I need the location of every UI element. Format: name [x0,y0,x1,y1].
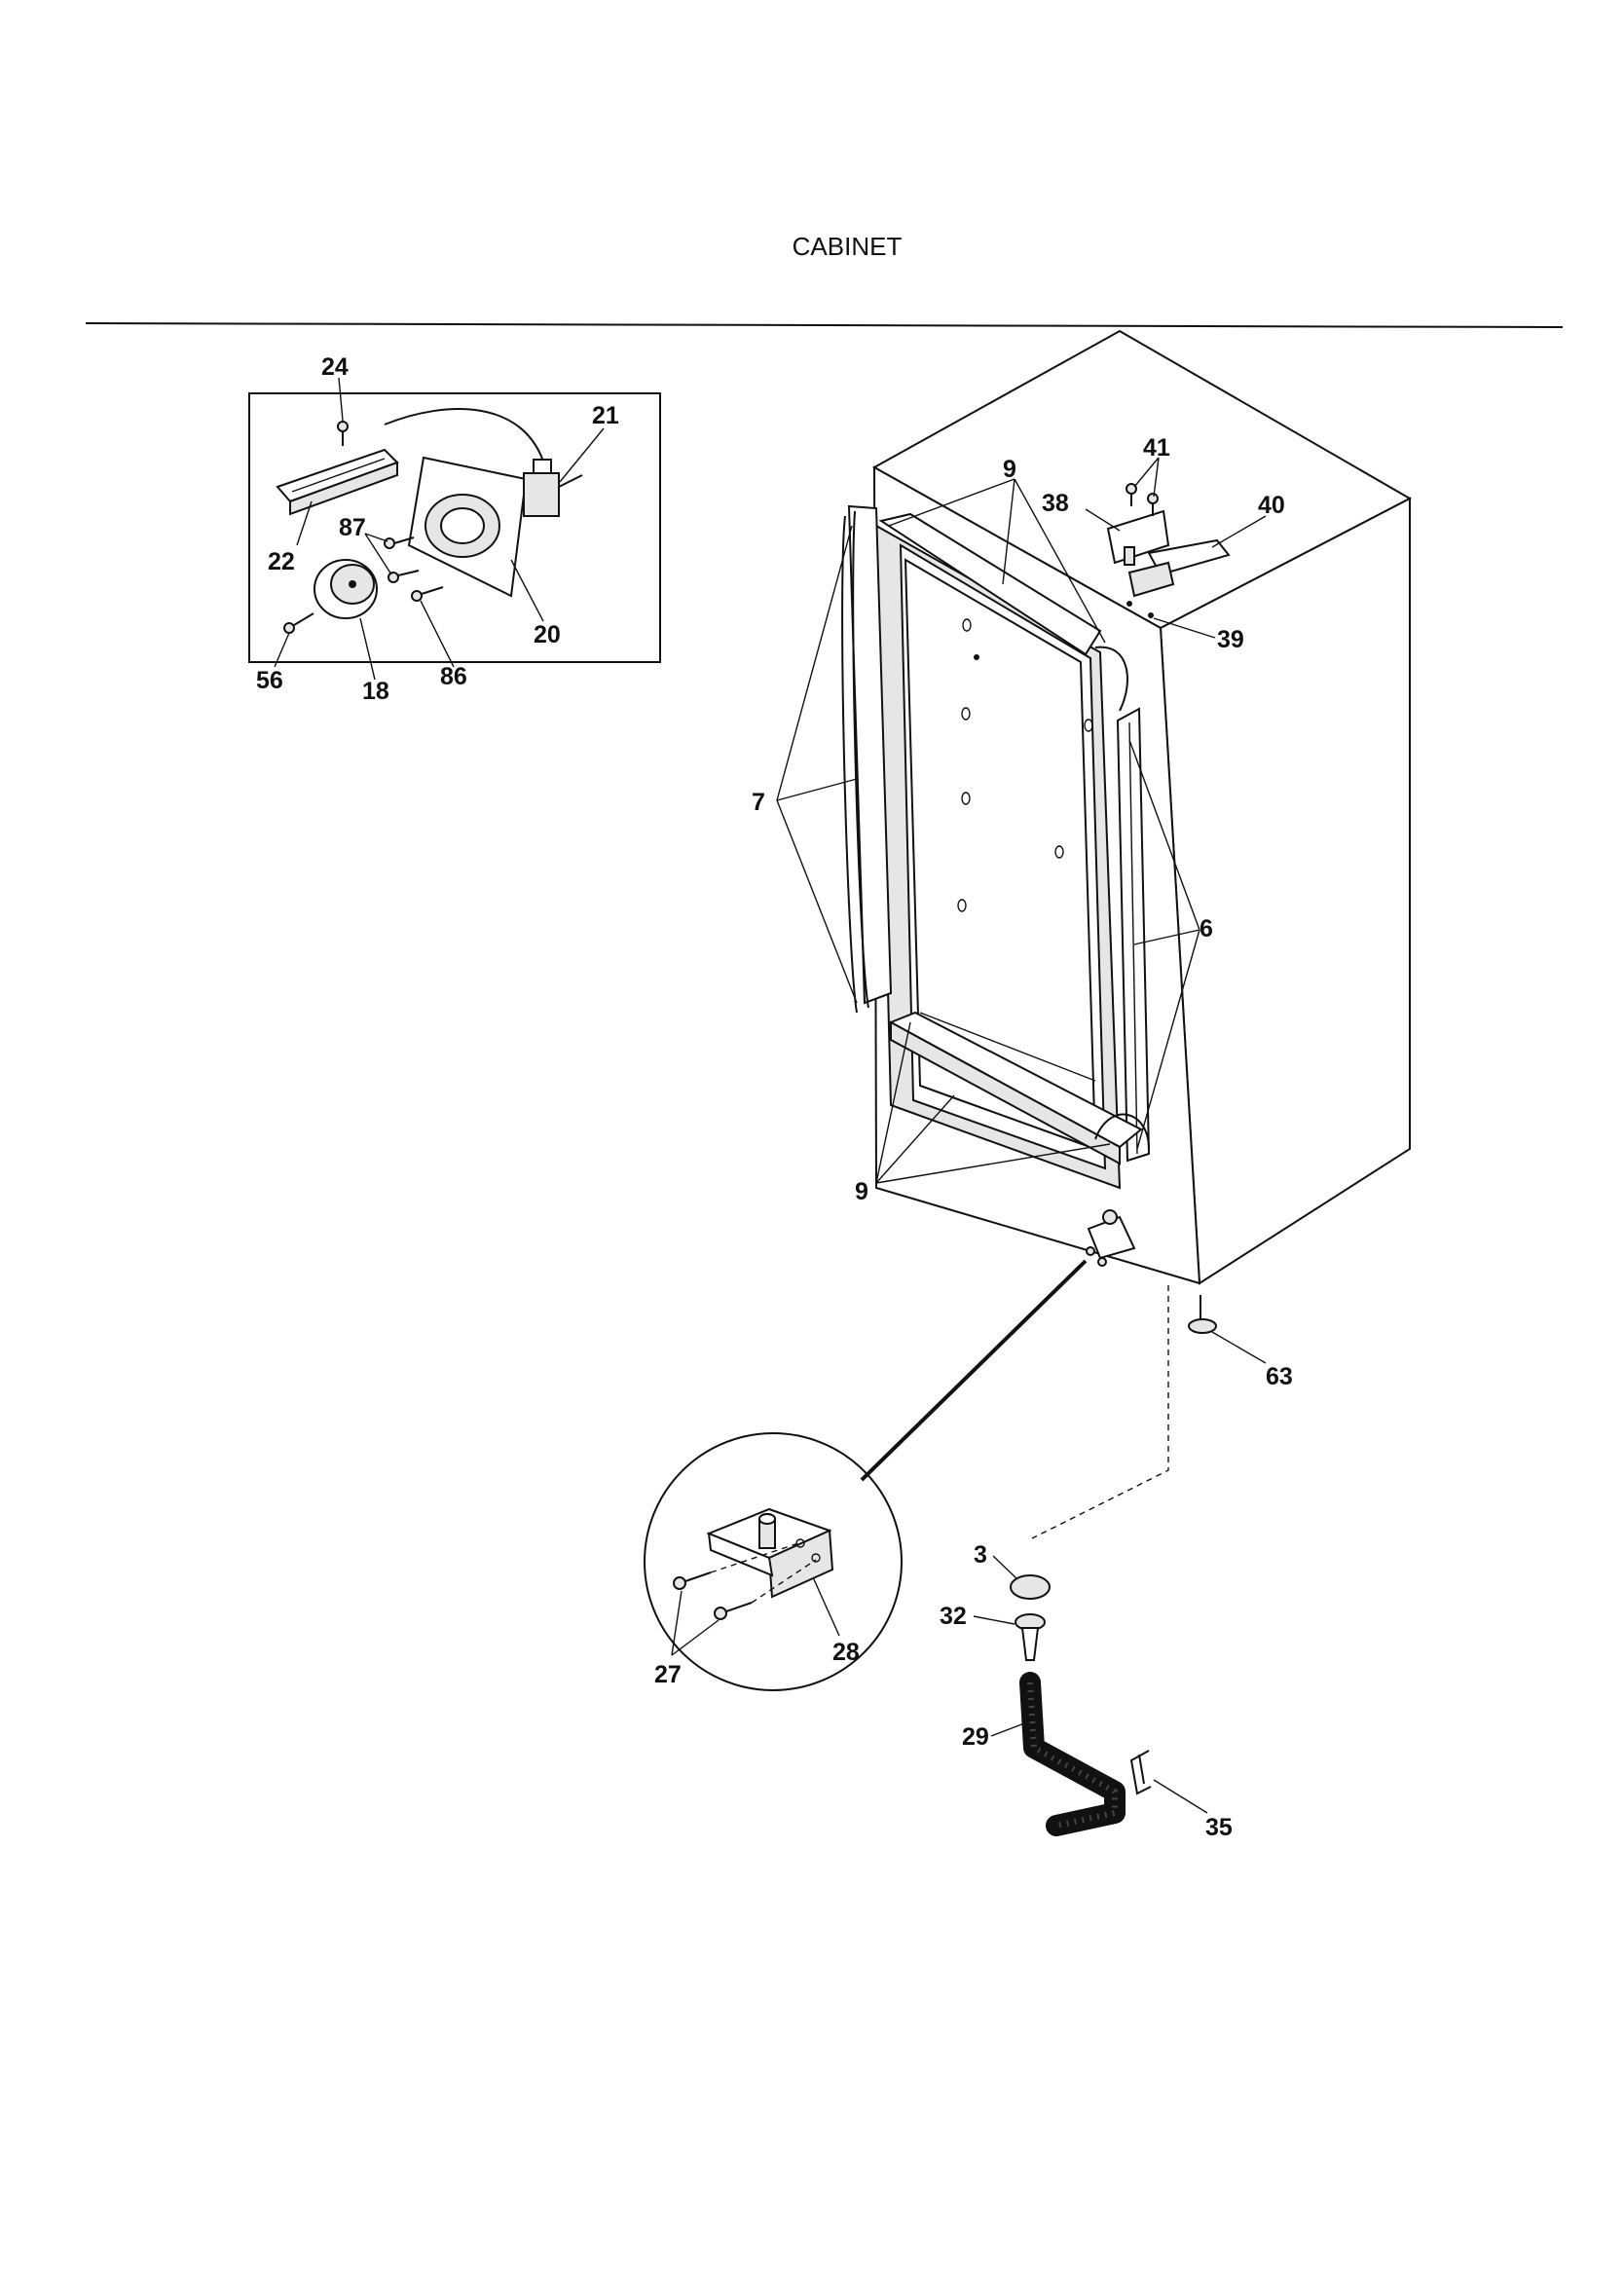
switch-21 [523,459,583,517]
callout-56: 56 [256,667,283,694]
screw-56 [283,612,314,634]
drain-dashed-path [1031,1285,1169,1539]
callout-labels: 24 21 22 87 20 56 18 86 9 41 38 40 39 7 … [256,353,1293,1841]
callout-87: 87 [339,514,366,541]
callout-24: 24 [321,353,349,381]
light-assembly-inset [248,377,661,681]
callout-6: 6 [1200,915,1213,943]
callout-29: 29 [962,1723,989,1751]
screw-24 [337,421,349,446]
hinge-detail-circle [644,1432,903,1691]
drain-plug-3 [1010,1574,1051,1600]
header-rule [85,322,1564,328]
drain-hose-29 [1019,1672,1126,1836]
gasket-6-right [1116,707,1151,1163]
diagram-title: CABINET [793,232,903,261]
callout-41: 41 [1143,434,1170,462]
drain-tube-32 [1015,1613,1046,1661]
callout-86: 86 [440,663,467,690]
housing-20 [407,456,528,598]
screws-87 [384,536,420,583]
hinge-28 [706,1507,834,1599]
callout-32: 32 [940,1603,967,1630]
callout-21: 21 [592,402,619,429]
washers-39 [1126,601,1154,618]
screws-27 [673,1542,817,1620]
gasket-9-top [878,512,1128,712]
callout-leaders [671,457,1267,1814]
liner-holes [957,618,1093,912]
leveler-63 [1188,1295,1217,1334]
callout-40: 40 [1258,492,1285,519]
callout-20: 20 [534,621,561,648]
screws-41 [1126,483,1159,516]
lens-18 [314,559,378,619]
callout-22: 22 [268,548,295,575]
gasket-9-bottom [888,1011,1150,1165]
callout-63: 63 [1266,1363,1293,1390]
callout-18: 18 [362,678,389,705]
cabinet-body [871,329,1413,1285]
screw-86 [411,586,444,602]
callout-7: 7 [752,789,765,816]
callout-28: 28 [832,1639,860,1666]
zoom-leader [860,1259,1088,1482]
callout-3: 3 [974,1541,987,1569]
callout-39: 39 [1217,626,1244,653]
callout-38: 38 [1042,490,1069,517]
callout-9-bottom: 9 [855,1178,868,1205]
hinge-cover-40 [1127,538,1231,598]
clip-35 [1129,1750,1152,1795]
bracket-22 [276,448,399,516]
callout-9-top: 9 [1003,456,1016,483]
bottom-hinge-mounted [1086,1209,1136,1267]
callout-35: 35 [1205,1814,1233,1841]
top-hinge-38 [1106,509,1170,566]
callout-27: 27 [654,1661,682,1688]
